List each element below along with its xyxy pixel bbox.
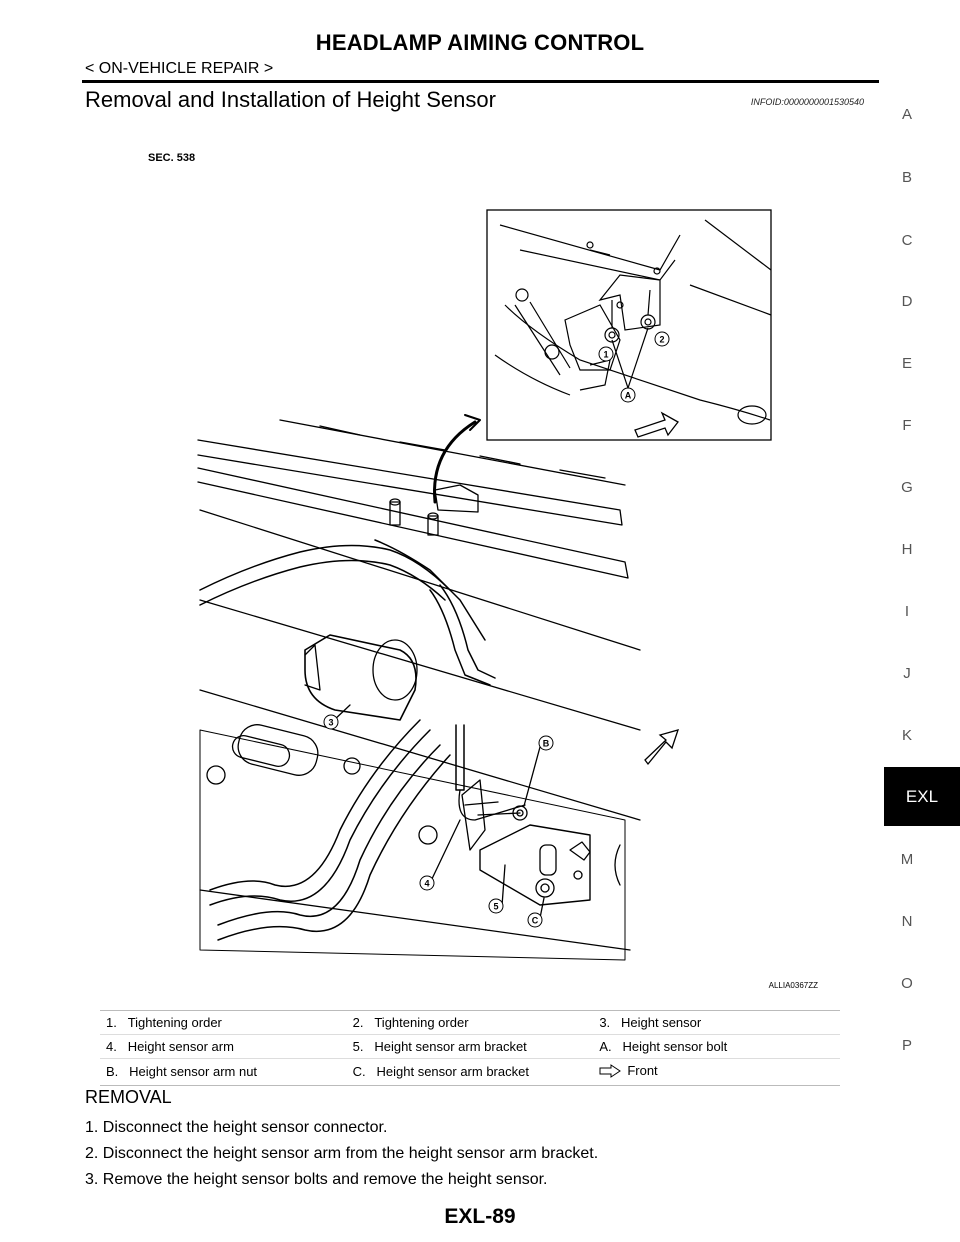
side-index-d[interactable]: D [901, 293, 913, 310]
side-index-e[interactable]: E [901, 355, 912, 372]
callout-2: 2 [659, 335, 664, 345]
legend-key: 1. [106, 1015, 117, 1030]
side-index-k[interactable]: K [901, 727, 912, 744]
diagram-drawing: 1 2 A 3 B 4 5 C [197, 209, 772, 961]
removal-heading: REMOVAL [85, 1087, 172, 1107]
front-arrow-inset [634, 411, 679, 438]
side-index-a[interactable]: A [901, 106, 912, 123]
callout-a: A [625, 391, 632, 401]
callout-c: C [532, 916, 539, 926]
legend-key: 5. [352, 1039, 364, 1054]
legend-desc: Front [627, 1063, 658, 1078]
legend-row: 1. Tightening order 2. Tightening order … [100, 1011, 840, 1035]
legend-desc: Height sensor arm bracket [374, 1039, 527, 1054]
side-index-b[interactable]: B [901, 169, 912, 186]
page-number: EXL-89 [444, 1205, 516, 1228]
figure-legend: 1. Tightening order 2. Tightening order … [100, 1010, 840, 1086]
front-arrow-main [644, 729, 680, 766]
side-index-j[interactable]: J [903, 665, 911, 682]
figure-code: ALLIA0367ZZ [768, 981, 818, 990]
frame-rail-middle [197, 467, 629, 579]
height-sensor-arm-path [455, 724, 465, 791]
callout-b: B [543, 739, 550, 749]
side-index-c[interactable]: C [901, 232, 913, 249]
legend-row: 4. Height sensor arm 5. Height sensor ar… [100, 1035, 840, 1059]
callout-1: 1 [603, 350, 608, 360]
legend-desc: Tightening order [374, 1015, 469, 1030]
side-index-p[interactable]: P [901, 1037, 912, 1054]
legend-key: 4. [106, 1039, 117, 1054]
side-index-g[interactable]: G [901, 479, 913, 496]
header-divider [82, 80, 879, 83]
callout-5: 5 [493, 902, 498, 912]
side-index-exl-active[interactable]: EXL [884, 767, 960, 826]
frame-rail-upper [197, 439, 623, 526]
bracket-outline [479, 824, 591, 906]
legend-key: 3. [599, 1015, 611, 1030]
legend-key: B. [106, 1064, 119, 1080]
info-id: INFOID:0000000001530540 [750, 97, 864, 107]
removal-step: 1. Disconnect the height sensor connecto… [85, 1119, 388, 1136]
page-header-title: HEADLAMP AIMING CONTROL [315, 30, 645, 55]
sec-label: SEC. 538 [148, 152, 196, 164]
legend-key: A. [599, 1039, 612, 1054]
detail-inset [486, 209, 772, 441]
legend-desc: Tightening order [127, 1015, 222, 1030]
legend-key: C. [352, 1064, 366, 1080]
height-sensor-diagram: SEC. 538 [100, 130, 840, 1000]
callout-3: 3 [328, 718, 333, 728]
legend-key: 2. [352, 1015, 364, 1030]
height-sensor-body [304, 634, 417, 721]
removal-steps: 1. Disconnect the height sensor connecto… [85, 1115, 598, 1193]
side-index-h[interactable]: H [901, 541, 913, 558]
callout-4: 4 [424, 879, 429, 889]
side-index-f[interactable]: F [902, 417, 912, 434]
legend-desc: Height sensor arm nut [129, 1064, 258, 1080]
legend-desc: Height sensor arm bracket [376, 1064, 529, 1080]
side-index-m[interactable]: M [900, 851, 914, 868]
side-index-o[interactable]: O [901, 975, 913, 992]
legend-desc: Height sensor bolt [622, 1039, 728, 1054]
section-title: Removal and Installation of Height Senso… [85, 87, 496, 112]
removal-step: 3. Remove the height sensor bolts and re… [85, 1171, 548, 1188]
side-index-n[interactable]: N [901, 913, 913, 930]
legend-row: B. Height sensor arm nut C. Height senso… [100, 1059, 840, 1085]
legend-desc: Height sensor arm [127, 1039, 234, 1054]
hollow-arrow-icon [599, 1063, 622, 1078]
side-index-i[interactable]: I [904, 603, 910, 620]
legend-desc: Height sensor [621, 1015, 702, 1030]
removal-step: 2. Disconnect the height sensor arm from… [85, 1145, 599, 1162]
breadcrumb: < ON-VEHICLE REPAIR > [85, 60, 274, 77]
